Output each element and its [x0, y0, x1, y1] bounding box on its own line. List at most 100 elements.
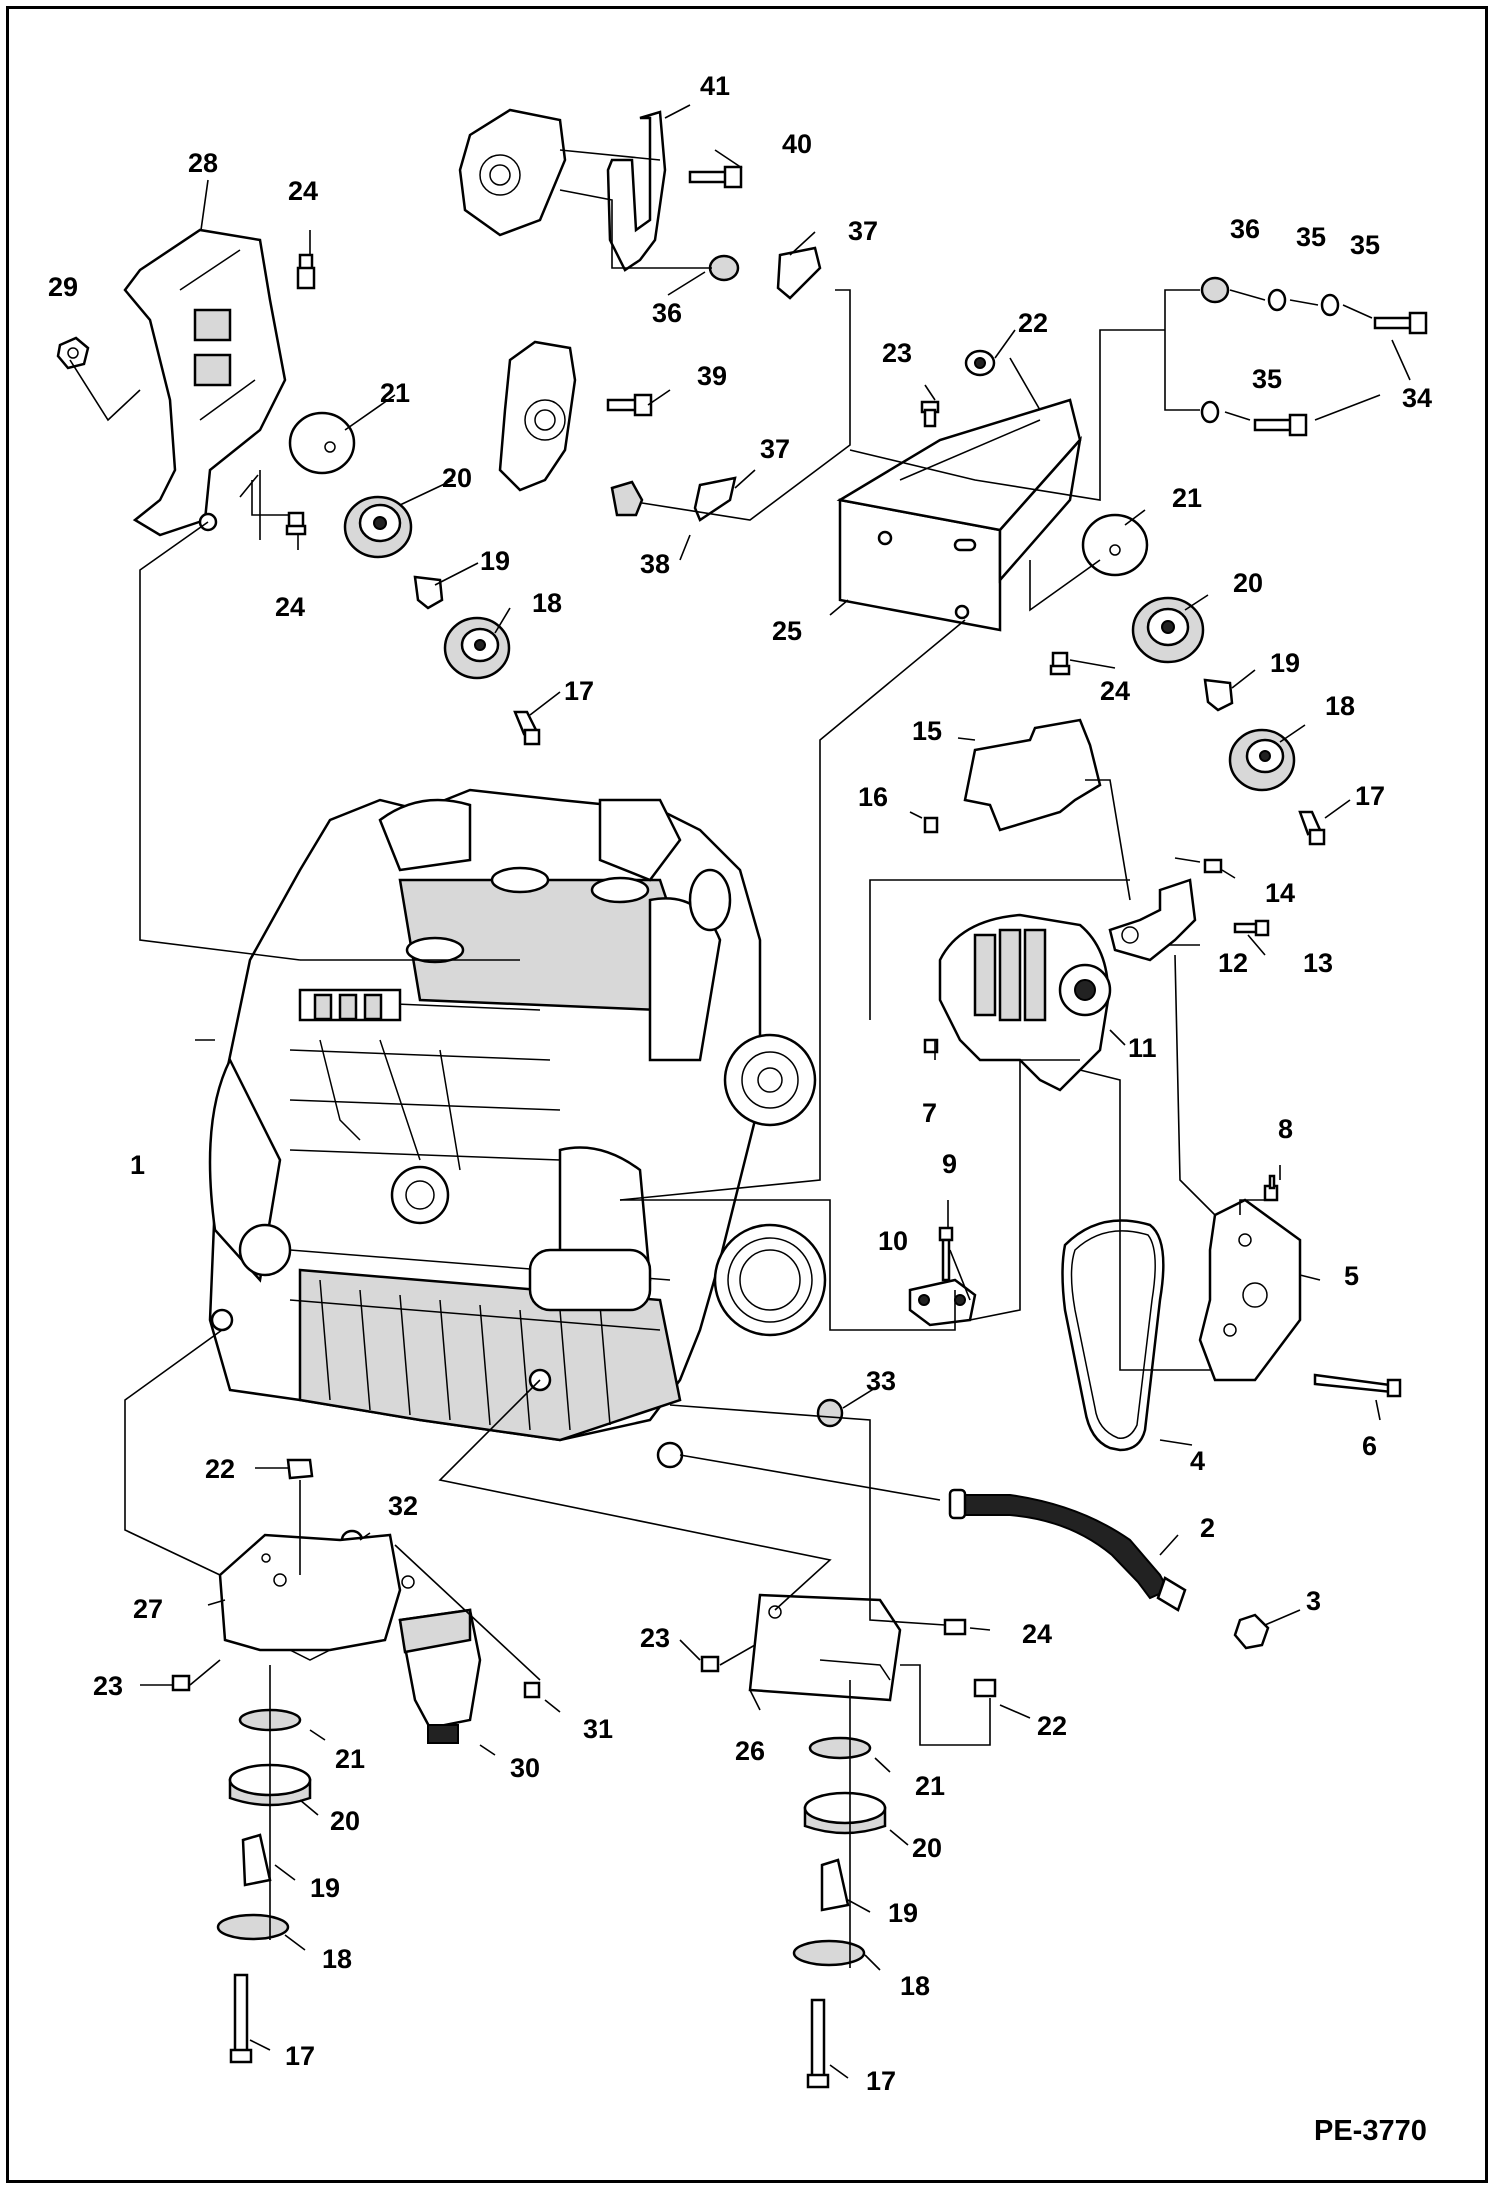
bolt-17-lower-left [229, 1973, 253, 2064]
nut-22-lower-right [973, 1678, 997, 1698]
bolt-14 [1203, 858, 1223, 874]
mount-isolator-20-right [1131, 596, 1205, 664]
spacer-36-right [1200, 276, 1230, 304]
washer-18-right [1228, 728, 1296, 792]
callout-21: 21 [1172, 483, 1202, 513]
bolt-8 [1263, 1174, 1279, 1202]
callout-8: 8 [1278, 1114, 1293, 1144]
bolt-17-right [1298, 810, 1326, 846]
washer-18-lower-left [216, 1913, 290, 1941]
callout-19: 19 [1270, 648, 1300, 678]
callout-7: 7 [922, 1098, 937, 1128]
bracket-26 [748, 1593, 902, 1702]
callout-27: 27 [133, 1594, 163, 1624]
callout-20: 20 [442, 463, 472, 493]
bolt-24-lower-right [943, 1618, 967, 1636]
mount-isolator-20-upper-left [343, 495, 413, 559]
callout-17: 17 [564, 676, 594, 706]
callout-18: 18 [532, 588, 562, 618]
callout-14: 14 [1265, 878, 1295, 908]
bolt-6 [1313, 1373, 1402, 1398]
callout-24: 24 [275, 592, 305, 622]
callout-24: 24 [288, 176, 318, 206]
clip-37-middle [693, 476, 737, 522]
bolt-13 [1233, 919, 1270, 937]
engine-block [208, 788, 827, 1469]
callout-37: 37 [760, 434, 790, 464]
callout-23: 23 [93, 1671, 123, 1701]
callout-21: 21 [915, 1771, 945, 1801]
callout-28: 28 [188, 148, 218, 178]
clip-37-top [776, 246, 822, 300]
callout-35: 35 [1350, 230, 1380, 260]
bolt-34-lower [1253, 413, 1308, 437]
callout-32: 32 [388, 1491, 418, 1521]
mount-washer-21-upper-left [288, 411, 356, 475]
callout-22: 22 [1037, 1711, 1067, 1741]
leader-lines [69, 104, 1411, 2079]
guard-5 [1198, 1198, 1302, 1382]
callout-9: 9 [942, 1149, 957, 1179]
callout-17: 17 [1355, 781, 1385, 811]
callout-23: 23 [882, 338, 912, 368]
bolt-34-upper [1373, 311, 1428, 335]
washer-21-lower-right [808, 1736, 872, 1760]
callout-35: 35 [1296, 222, 1326, 252]
callout-40: 40 [782, 129, 812, 159]
callout-13: 13 [1303, 948, 1333, 978]
callout-6: 6 [1362, 1431, 1377, 1461]
callout-20: 20 [912, 1833, 942, 1863]
bolt-24-lower-left [285, 511, 307, 536]
callout-30: 30 [510, 1753, 540, 1783]
housing-flange-large [458, 108, 567, 237]
callout-19: 19 [480, 546, 510, 576]
callout-20: 20 [1233, 568, 1263, 598]
callout-22: 22 [1018, 308, 1048, 338]
spacer-19-right [1203, 678, 1234, 712]
callout-37: 37 [848, 216, 878, 246]
callout-38: 38 [640, 549, 670, 579]
bolt-23-top [920, 400, 940, 428]
spacer-33 [816, 1398, 844, 1428]
callout-24: 24 [1100, 676, 1130, 706]
spacer-38 [610, 480, 644, 517]
nut-3 [1233, 1613, 1270, 1650]
callout-10: 10 [878, 1226, 908, 1256]
callout-20: 20 [330, 1806, 360, 1836]
callout-3: 3 [1306, 1586, 1321, 1616]
bolt-39 [606, 393, 653, 417]
bolt-23-lower-left [171, 1674, 191, 1692]
callout-18: 18 [1325, 691, 1355, 721]
callout-25: 25 [772, 616, 802, 646]
hose-2 [948, 1488, 1187, 1612]
callout-2: 2 [1200, 1513, 1215, 1543]
callout-29: 29 [48, 272, 78, 302]
bolt-17-upper-left [513, 710, 541, 746]
bracket-25 [836, 398, 1082, 632]
shield-15 [963, 718, 1102, 832]
bolt-23-lower-right [700, 1655, 720, 1673]
callout-17: 17 [866, 2066, 896, 2096]
bolt-17-lower-right [806, 1998, 830, 2089]
callout-31: 31 [583, 1714, 613, 1744]
callout-34: 34 [1402, 383, 1432, 413]
bolt-40 [688, 165, 743, 189]
washer-35-a [1267, 288, 1287, 312]
callout-17: 17 [285, 2041, 315, 2071]
diagram-frame [6, 6, 1488, 2183]
callout-39: 39 [697, 361, 727, 391]
spacer-19-lower-left [241, 1833, 272, 1887]
callout-36: 36 [652, 298, 682, 328]
bolt-31 [523, 1681, 541, 1699]
bolt-24-upper-left [296, 253, 316, 290]
housing-flange-39 [498, 340, 577, 492]
callout-36: 36 [1230, 214, 1260, 244]
callout-19: 19 [888, 1898, 918, 1928]
nut-7 [923, 1038, 939, 1054]
callout-12: 12 [1218, 948, 1248, 978]
callout-18: 18 [900, 1971, 930, 2001]
belt-4 [1061, 1219, 1165, 1452]
block-10 [908, 1278, 977, 1327]
callout-35: 35 [1252, 364, 1282, 394]
